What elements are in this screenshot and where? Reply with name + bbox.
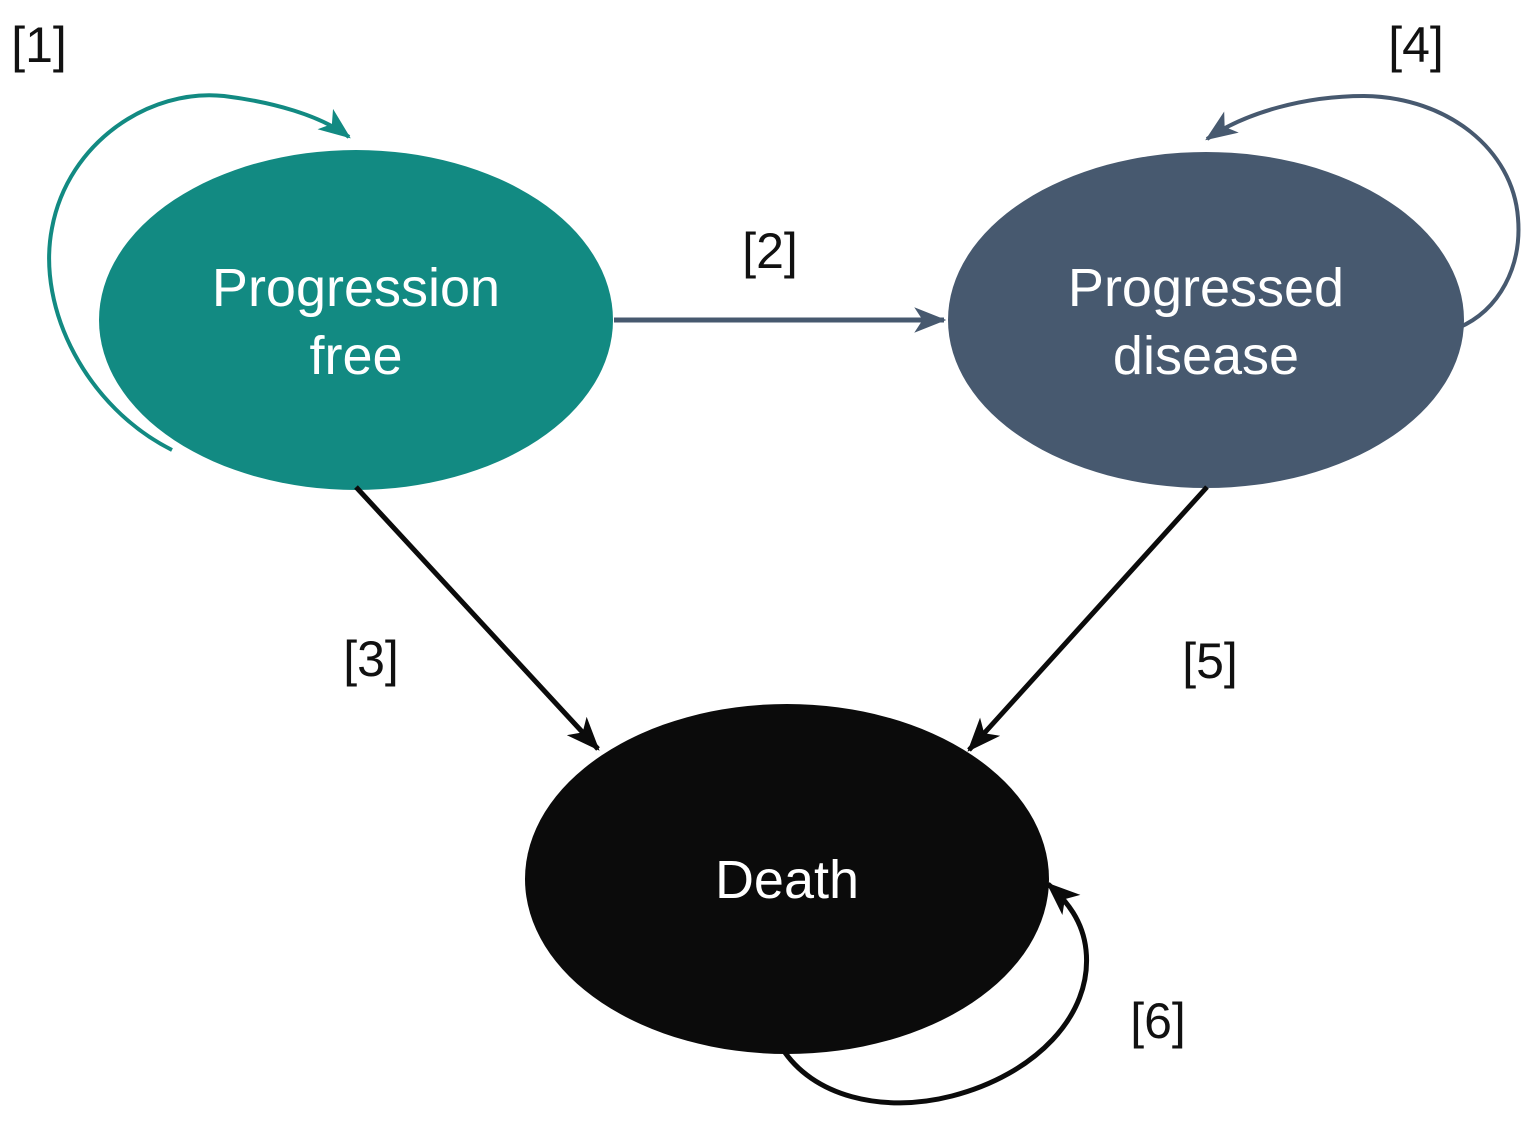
transition-1-label: [1]	[11, 17, 67, 73]
transition-2-label: [2]	[742, 223, 798, 279]
state-progressed-disease-label-line2: disease	[1113, 326, 1299, 386]
transition-4-self-loop-progressed-disease	[1205, 93, 1521, 330]
state-progression-free	[99, 150, 613, 490]
transition-5-arrow-progressed-disease-to-death	[967, 485, 1209, 752]
transition-4-label: [4]	[1388, 17, 1444, 73]
state-death	[525, 704, 1049, 1054]
transition-1-self-loop-progression-free	[47, 93, 351, 452]
state-progressed-disease	[948, 152, 1464, 488]
transition-6-label: [6]	[1130, 993, 1186, 1049]
transition-3-arrow-progression-free-to-death	[354, 485, 600, 751]
transition-3-label: [3]	[343, 631, 399, 687]
state-progressed-disease-label-line1: Progressed	[1068, 258, 1344, 318]
state-death-label: Death	[715, 850, 859, 910]
transition-5-label: [5]	[1182, 633, 1238, 689]
state-progression-free-label-line1: Progression	[212, 258, 500, 318]
transition-6-self-loop-death	[779, 882, 1090, 1106]
state-progression-free-label-line2: free	[309, 326, 402, 386]
